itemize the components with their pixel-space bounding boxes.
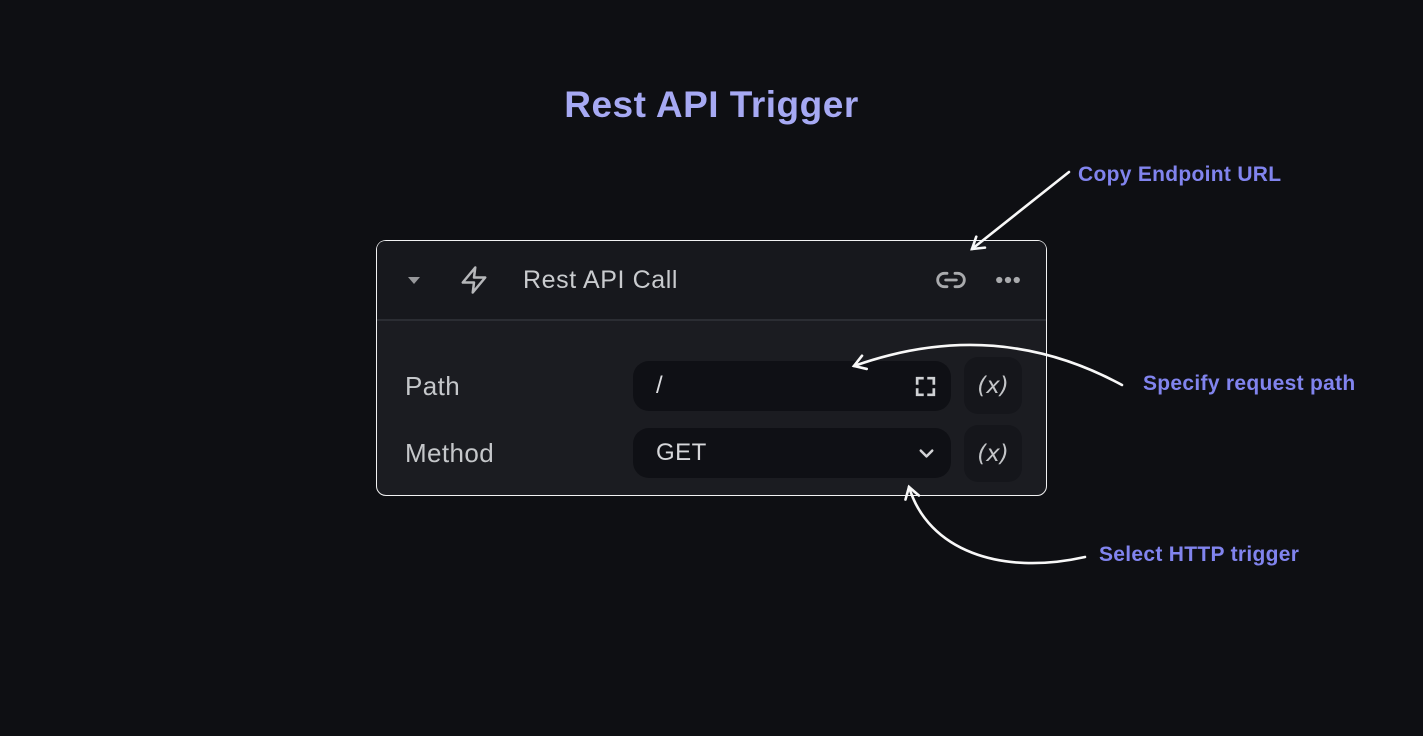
path-row-label: Path xyxy=(405,371,461,401)
trigger-node-card: Rest API Call Path (x) Metho xyxy=(376,240,1047,496)
node-title: Rest API Call xyxy=(523,265,679,294)
annotation-select-http-trigger: Select HTTP trigger xyxy=(1099,543,1300,566)
copy-endpoint-link-icon[interactable] xyxy=(935,264,967,296)
more-options-icon[interactable] xyxy=(993,265,1023,295)
chevron-down-icon xyxy=(915,442,938,465)
arrow-to-method-dropdown xyxy=(904,484,1087,565)
method-expression-button[interactable]: (x) xyxy=(964,425,1022,482)
method-selected-value: GET xyxy=(656,439,707,466)
arrow-to-link-icon xyxy=(970,170,1071,251)
collapse-chevron-icon[interactable] xyxy=(407,276,421,285)
path-input[interactable] xyxy=(633,361,951,411)
path-expression-button[interactable]: (x) xyxy=(964,357,1022,414)
card-header: Rest API Call xyxy=(377,241,1046,321)
lightning-bolt-icon xyxy=(459,265,489,295)
page-title: Rest API Trigger xyxy=(564,84,859,125)
annotation-copy-endpoint-url: Copy Endpoint URL xyxy=(1078,163,1282,186)
annotation-specify-request-path: Specify request path xyxy=(1143,372,1356,395)
expand-fullscreen-icon[interactable] xyxy=(913,374,938,399)
method-row-label: Method xyxy=(405,438,495,468)
method-dropdown[interactable]: GET xyxy=(633,428,951,478)
path-input-value[interactable] xyxy=(656,372,913,400)
